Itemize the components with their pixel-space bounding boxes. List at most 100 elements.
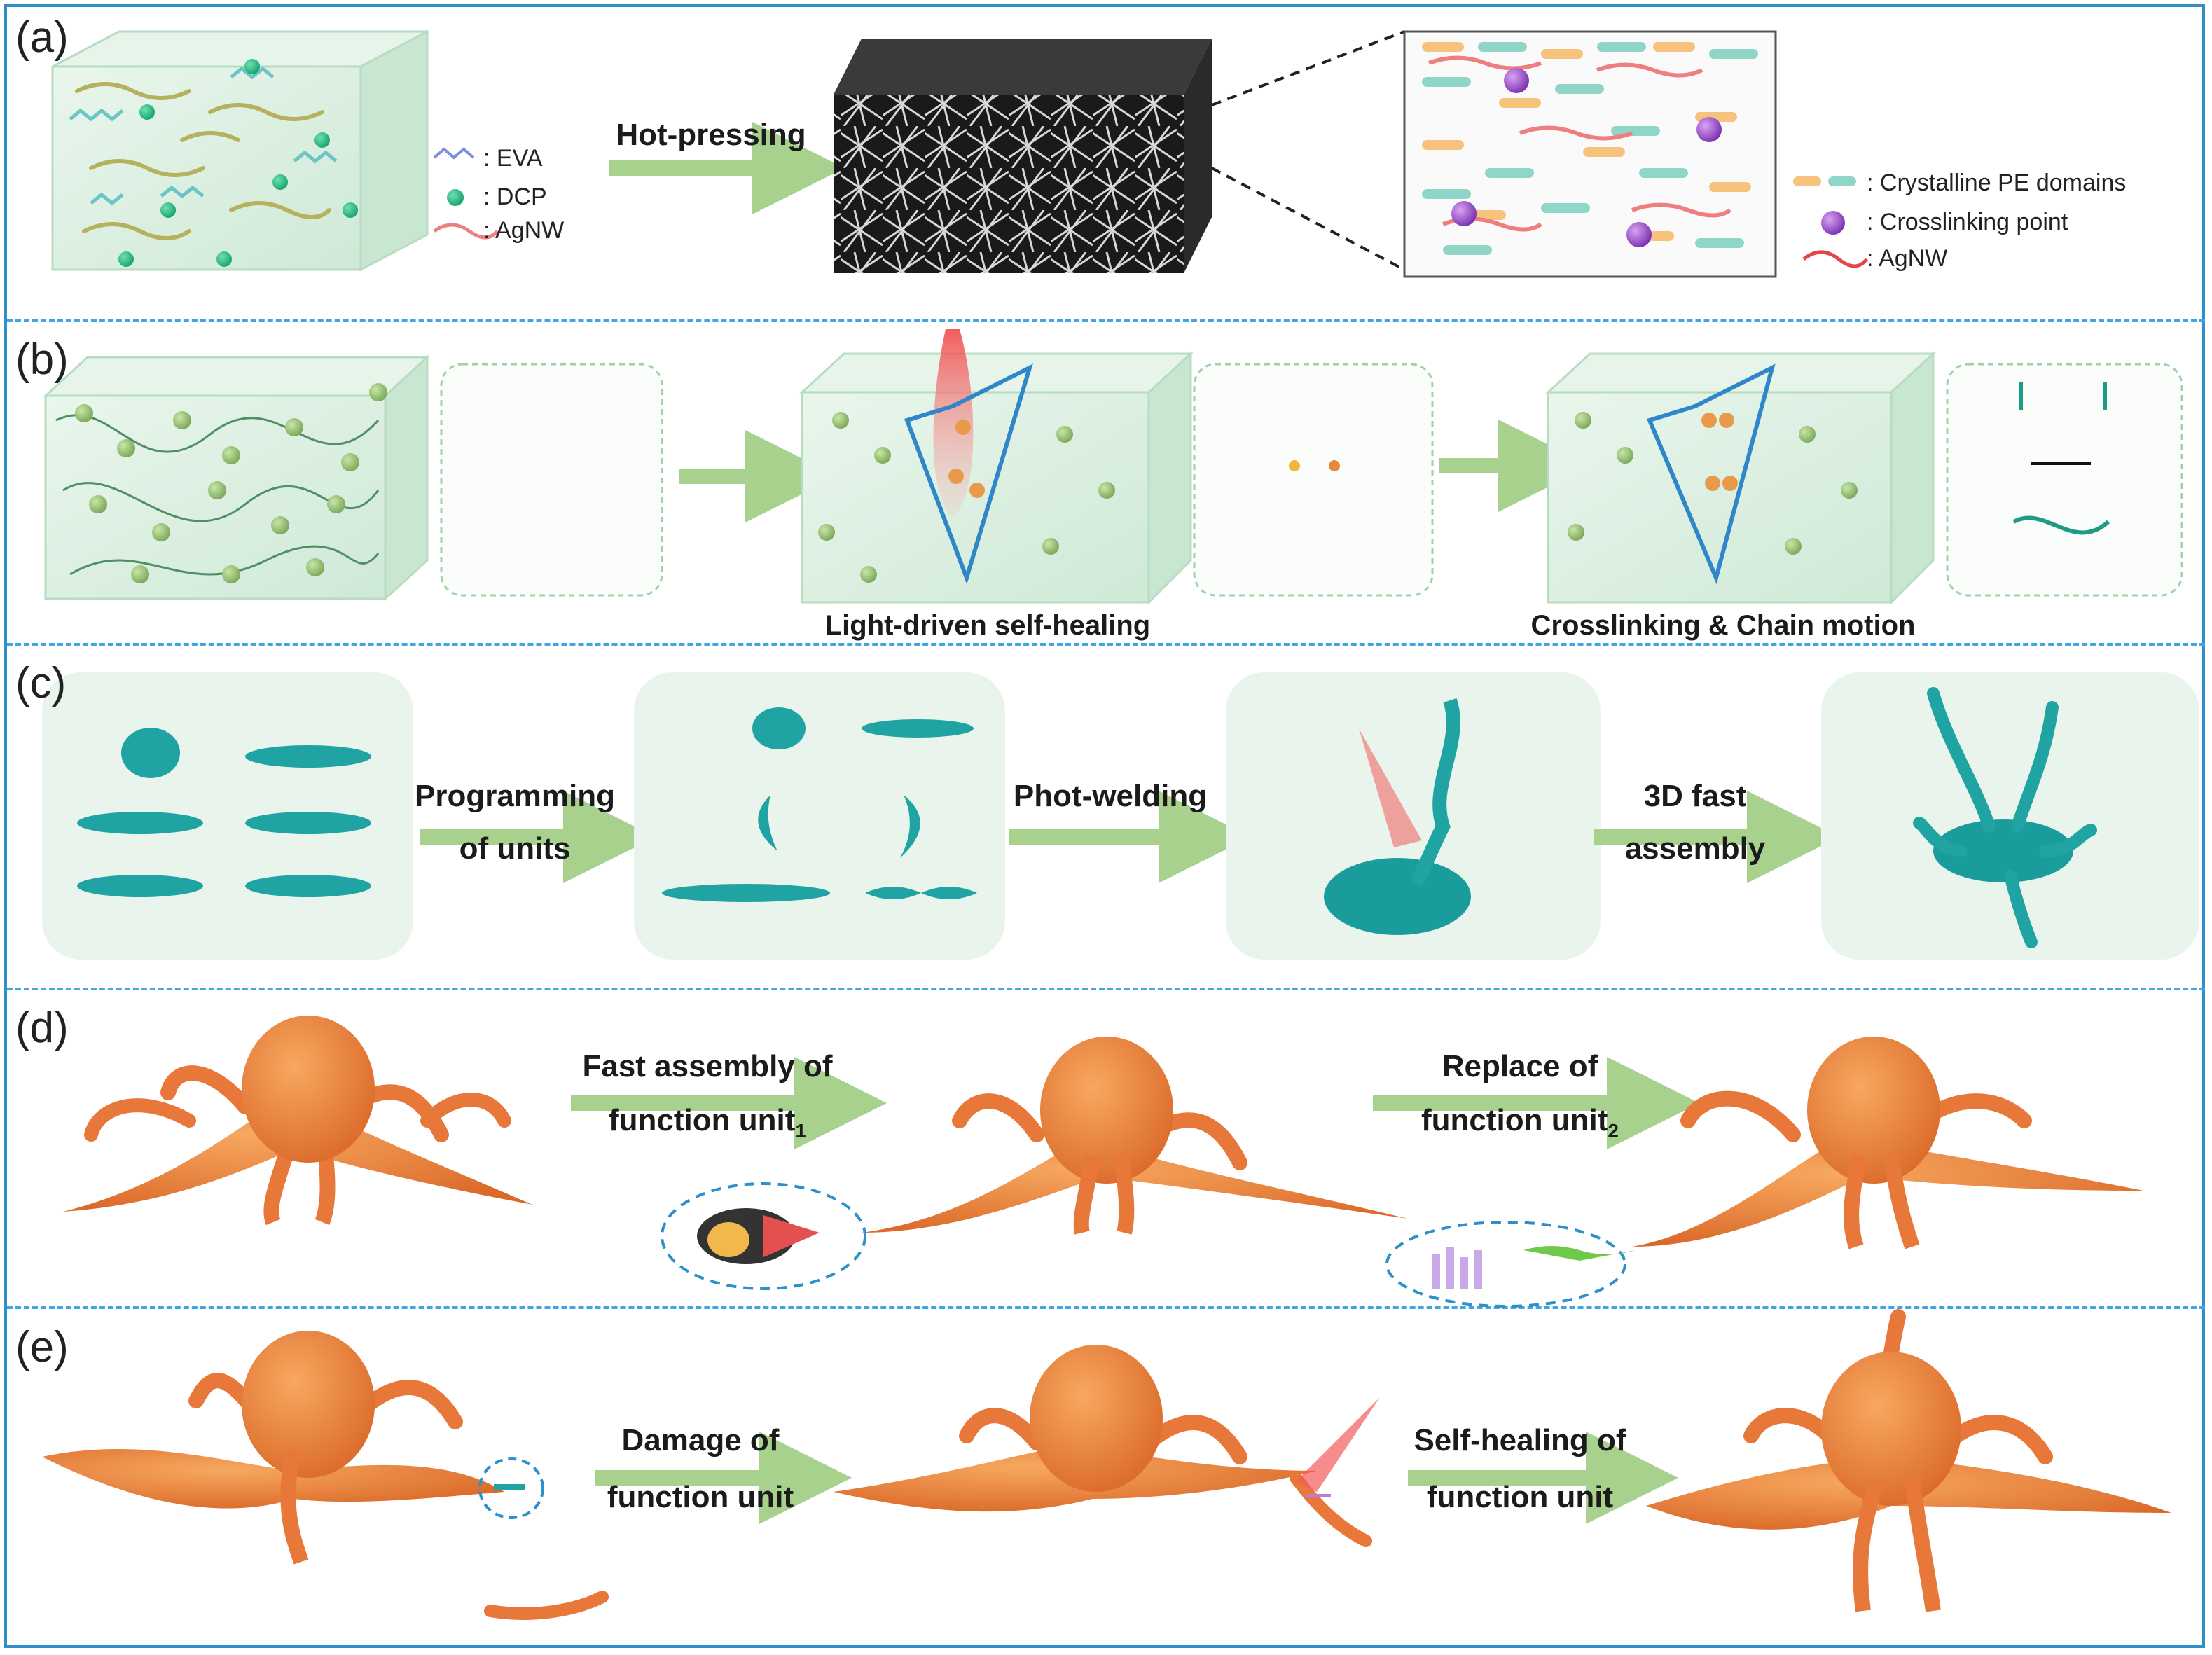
panel-label-b: (b) bbox=[15, 335, 69, 384]
box-a-front bbox=[51, 65, 362, 271]
divider-de bbox=[7, 1306, 2205, 1309]
box-b2-side bbox=[1147, 351, 1192, 605]
legend-eva-swatch bbox=[433, 147, 475, 160]
label-replace: Replace of function unit2 bbox=[1373, 1049, 1667, 1142]
label-hot-pressing: Hot-pressing bbox=[616, 118, 806, 152]
label-fast-assembly: Fast assembly of function unit1 bbox=[553, 1049, 862, 1142]
label-self-healing: Self-healing of function unit bbox=[1394, 1423, 1646, 1515]
box-a-side bbox=[359, 29, 429, 272]
fish-unit bbox=[697, 1208, 820, 1264]
crack-outline-b3 bbox=[1646, 363, 1776, 585]
label-damage-line2: function unit bbox=[607, 1479, 794, 1514]
chain-beads-b2 bbox=[818, 412, 1115, 583]
octopus-d2 bbox=[862, 1037, 1408, 1235]
chain-beads-b3 bbox=[1568, 412, 1858, 555]
coral-unit bbox=[1432, 1246, 1636, 1289]
chem-box-3 bbox=[1946, 363, 2183, 597]
legend-crystalline-pe: : Crystalline PE domains bbox=[1867, 169, 2127, 196]
chem3-chains-bottom bbox=[2012, 515, 2110, 535]
dcp-particles bbox=[118, 59, 358, 267]
base-disc-c4 bbox=[1933, 819, 2073, 882]
label-self-healing-line2: function unit bbox=[1426, 1479, 1614, 1514]
legend-crosslinking-point: : Crosslinking point bbox=[1867, 209, 2068, 235]
panel-label-c: (c) bbox=[15, 659, 67, 707]
zoom-line-bottom bbox=[1211, 167, 1405, 271]
octopus-d1 bbox=[63, 1016, 532, 1226]
label-programming-line1: Programming bbox=[414, 779, 616, 813]
radical-dot-2 bbox=[1329, 460, 1340, 471]
coral-unit-circle bbox=[1385, 1221, 1626, 1308]
panel-a-graphics bbox=[51, 29, 1868, 278]
divider-ab bbox=[7, 319, 2205, 322]
radical-beads-b2 bbox=[948, 420, 985, 498]
chem3-chains-top bbox=[2019, 382, 2107, 410]
legend-dcp-swatch bbox=[447, 189, 464, 206]
panel-e-graphics bbox=[42, 1309, 2171, 1620]
legend-dcp: : DCP bbox=[483, 183, 547, 210]
laser-beam-b bbox=[933, 329, 974, 518]
panel-d-graphics bbox=[63, 1016, 2143, 1308]
box-b3-top bbox=[1545, 352, 1936, 394]
caption-crosslinking: Crosslinking & Chain motion bbox=[1530, 610, 1916, 641]
box-b1-side bbox=[384, 354, 429, 602]
box-c2 bbox=[634, 672, 1005, 960]
laser-c3 bbox=[1359, 728, 1422, 847]
legend-pe-orange-swatch bbox=[1793, 176, 1821, 186]
box-b3-side bbox=[1890, 351, 1935, 605]
label-3d-line1: 3D fast bbox=[1643, 779, 1747, 813]
eva-zigzags bbox=[69, 66, 338, 206]
legend-crosslink-swatch bbox=[1821, 211, 1845, 235]
damage-circle bbox=[478, 1457, 544, 1519]
legend-agnw-right: : AgNW bbox=[1867, 245, 1948, 272]
radical-dot-1 bbox=[1289, 460, 1300, 471]
agnw-chains bbox=[75, 82, 331, 240]
panel-label-e: (e) bbox=[15, 1323, 69, 1371]
legend-eva: : EVA bbox=[483, 145, 543, 172]
base-disc-c3 bbox=[1324, 858, 1471, 935]
divider-bc bbox=[7, 643, 2205, 646]
limb-c3 bbox=[1409, 698, 1460, 888]
units-c2 bbox=[662, 707, 977, 902]
divider-cd bbox=[7, 988, 2205, 990]
legend-agnw-swatch bbox=[433, 223, 499, 240]
panel-b-graphics bbox=[43, 329, 2183, 605]
label-programming-line2: of units bbox=[459, 831, 571, 866]
limbs-c4 bbox=[1913, 687, 2097, 948]
caption-light-driven: Light-driven self-healing bbox=[824, 610, 1151, 641]
zoom-line-top bbox=[1211, 30, 1405, 106]
octopus-e1 bbox=[42, 1331, 609, 1620]
box-c4 bbox=[1821, 672, 2199, 960]
mesh-top bbox=[834, 39, 1212, 95]
legend-agnw: : AgNW bbox=[483, 217, 565, 244]
label-fast-assembly-line2: function unit1 bbox=[609, 1102, 806, 1142]
label-3d-line2: assembly bbox=[1624, 831, 1766, 866]
crosslink-beads-b3 bbox=[1701, 413, 1738, 491]
panel-c-graphics bbox=[42, 672, 2199, 960]
label-phot-welding: Phot-welding bbox=[1013, 779, 1208, 813]
label-3d-assembly: 3D fast assembly bbox=[1590, 779, 1800, 866]
label-damage-line1: Damage of bbox=[621, 1423, 780, 1457]
mesh-side bbox=[1184, 39, 1212, 273]
mesh-front bbox=[834, 95, 1184, 273]
label-fast-assembly-line1: Fast assembly of bbox=[582, 1049, 833, 1083]
units-c1 bbox=[77, 728, 371, 897]
figure-frame bbox=[4, 4, 2205, 1648]
legend-pe-teal-swatch bbox=[1828, 176, 1856, 186]
laser-e bbox=[1296, 1397, 1380, 1492]
label-self-healing-line1: Self-healing of bbox=[1413, 1423, 1626, 1457]
legend-agnw2-swatch bbox=[1802, 250, 1868, 268]
chem-box-1 bbox=[440, 363, 663, 597]
panel-label-d: (d) bbox=[15, 1004, 69, 1052]
octopus-e2 bbox=[834, 1345, 1372, 1547]
chem-box-2 bbox=[1193, 363, 1434, 597]
pe-domains bbox=[1422, 42, 1758, 255]
octopus-d3 bbox=[1632, 1037, 2143, 1249]
label-replace-line1: Replace of bbox=[1442, 1049, 1598, 1083]
fish-unit-circle bbox=[661, 1182, 866, 1290]
chain-beads bbox=[75, 383, 387, 583]
panel-label-a: (a) bbox=[15, 13, 69, 62]
label-damage: Damage of function unit bbox=[581, 1423, 820, 1515]
crack-outline-b2 bbox=[904, 363, 1033, 585]
